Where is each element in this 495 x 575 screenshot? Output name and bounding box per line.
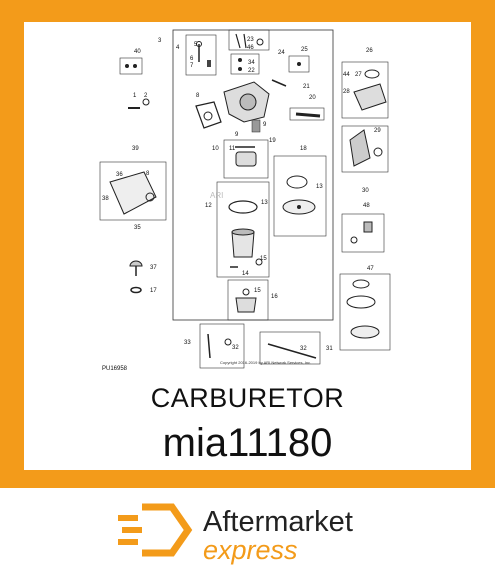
part-box-29	[341, 125, 389, 173]
callout-7: 7	[190, 63, 194, 69]
callout-30: 30	[362, 188, 369, 194]
copyright-text: Copyright 2016-2019 by ARI Network Servi…	[220, 360, 311, 365]
callout-39: 39	[132, 146, 139, 152]
callout-14: 14	[242, 271, 249, 277]
brand-name-line2: express	[203, 535, 298, 565]
callout-29: 29	[374, 128, 381, 134]
callout-18: 18	[300, 146, 307, 152]
callout-32b: 32	[300, 346, 307, 352]
callout-23: 23	[247, 37, 254, 43]
part-box-16	[227, 279, 269, 321]
watermark-text: ARI	[210, 191, 223, 200]
callout-17: 17	[150, 288, 157, 294]
callout-38: 38	[102, 196, 109, 202]
callout-2: 2	[144, 93, 148, 99]
callout-28: 28	[343, 89, 350, 95]
part-box-18	[273, 155, 327, 237]
callout-31: 31	[326, 346, 333, 352]
part-box-39	[99, 161, 167, 221]
callout-19: 19	[269, 138, 276, 144]
callout-20: 20	[309, 95, 316, 101]
callout-5: 5	[194, 42, 198, 48]
part-box-10	[223, 139, 269, 179]
callout-4: 4	[176, 45, 180, 51]
callout-9: 9	[235, 132, 239, 138]
callout-34: 34	[248, 60, 255, 66]
callout-9b: 9	[263, 122, 267, 128]
callout-47: 47	[367, 266, 374, 272]
callout-1: 1	[133, 93, 137, 99]
part-number: mia11180	[162, 421, 333, 465]
callout-35: 35	[134, 225, 141, 231]
callout-37: 37	[150, 265, 157, 271]
part-box-25	[288, 55, 310, 73]
part-box-40	[119, 57, 143, 75]
part-37	[129, 260, 143, 267]
part-box-47	[339, 273, 391, 351]
part-box-31	[259, 331, 321, 365]
diagram-card: ARI	[24, 22, 471, 470]
carburetor-parts-diagram: ARI	[99, 29, 391, 372]
part-box-23	[228, 29, 270, 51]
callout-36: 36	[116, 172, 123, 178]
callout-13a: 13	[316, 184, 323, 190]
part-box-4	[185, 34, 217, 76]
gasket-8	[195, 101, 222, 129]
figure-id: PU16958	[102, 366, 128, 372]
callout-46: 46	[247, 45, 254, 51]
part-box-33	[199, 323, 245, 369]
arrow-hex-logo-icon	[118, 503, 193, 557]
callout-8: 8	[196, 93, 200, 99]
callout-32a: 32	[232, 345, 239, 351]
callout-27: 27	[355, 72, 362, 78]
brand-name-line1: Aftermarket	[203, 506, 353, 538]
callout-3: 3	[158, 38, 162, 44]
callout-11: 11	[229, 146, 236, 152]
part-box-34	[230, 53, 260, 75]
part-box-48	[341, 213, 385, 253]
callout-8b: 8	[146, 171, 150, 177]
callout-12: 12	[205, 203, 212, 209]
callout-25: 25	[301, 47, 308, 53]
callout-21: 21	[303, 84, 310, 90]
callout-13b: 13	[261, 200, 268, 206]
callout-24: 24	[278, 50, 285, 56]
callout-40: 40	[134, 49, 141, 55]
callout-48: 48	[363, 203, 370, 209]
callout-44: 44	[343, 72, 350, 78]
callout-16: 16	[271, 294, 278, 300]
callout-15a: 15	[260, 256, 267, 262]
callout-10: 10	[212, 146, 219, 152]
callout-26: 26	[366, 48, 373, 54]
callout-33: 33	[184, 340, 191, 346]
part-17	[130, 286, 142, 294]
callout-6: 6	[190, 56, 194, 62]
part-box-26	[341, 61, 389, 119]
callout-15b: 15	[254, 288, 261, 294]
part-box-20	[289, 107, 325, 121]
brand-footer	[0, 488, 495, 575]
product-title: CARBURETOR	[150, 383, 345, 413]
callout-22: 22	[248, 68, 255, 74]
part-box-12	[216, 181, 270, 278]
